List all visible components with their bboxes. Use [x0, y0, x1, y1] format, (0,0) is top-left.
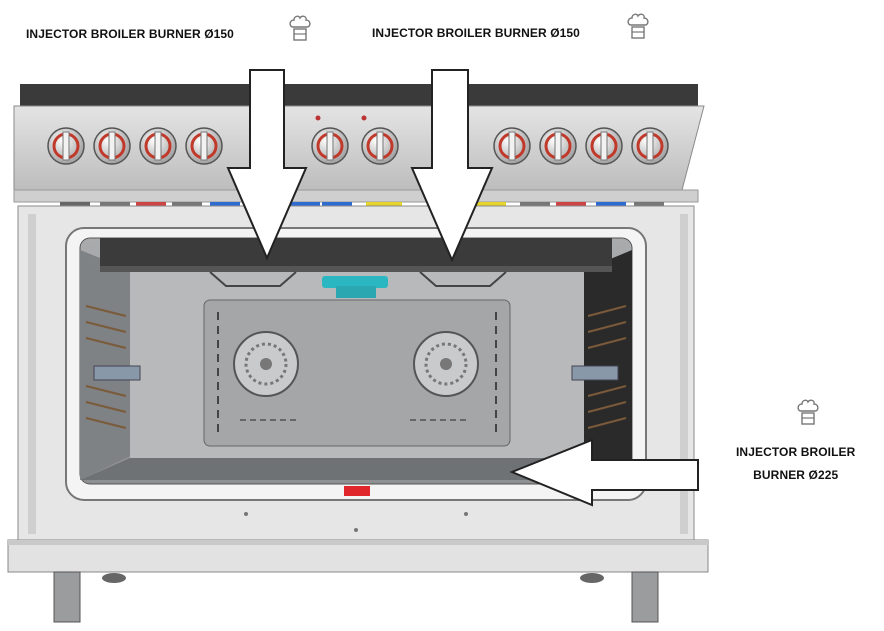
indicator-light — [361, 115, 367, 121]
control-knob[interactable] — [311, 127, 349, 165]
control-knob[interactable] — [539, 127, 577, 165]
control-knob[interactable] — [631, 127, 669, 165]
label-bottom-burner-line1: INJECTOR BROILER — [736, 445, 856, 459]
chef-hat-icon — [289, 15, 311, 41]
control-knob[interactable] — [93, 127, 131, 165]
cooktop-edge — [20, 84, 698, 106]
control-knob[interactable] — [585, 127, 623, 165]
control-knob[interactable] — [493, 127, 531, 165]
oven-floor — [80, 458, 632, 480]
top-center-handle — [322, 276, 388, 288]
oven-feet — [53, 571, 659, 623]
control-knob[interactable] — [361, 127, 399, 165]
rack-left — [85, 305, 127, 429]
color-strip — [60, 202, 664, 206]
chef-hat-icon — [797, 399, 819, 425]
chef-hat-icon — [627, 13, 649, 39]
arrow-down-right — [410, 69, 494, 263]
fan-left — [233, 331, 299, 397]
label-bottom-burner-line2: BURNER Ø225 — [753, 468, 839, 482]
arrow-down-left — [226, 69, 308, 261]
label-bottom-burner: INJECTOR BROILER BURNER Ø225 — [736, 441, 855, 487]
control-knob[interactable] — [47, 127, 85, 165]
indicator-light — [315, 115, 321, 121]
control-knob[interactable] — [185, 127, 223, 165]
control-knob[interactable] — [139, 127, 177, 165]
rack-right — [587, 305, 627, 429]
knob-row — [47, 115, 669, 165]
control-panel — [13, 105, 705, 203]
arrow-left-bottom — [509, 438, 699, 507]
label-top-left-burner: INJECTOR BROILER BURNER Ø150 — [26, 27, 234, 41]
oven-base — [7, 539, 709, 573]
bottom-marker — [344, 486, 370, 496]
fan-right — [413, 331, 479, 397]
label-top-right-burner: INJECTOR BROILER BURNER Ø150 — [372, 26, 580, 40]
